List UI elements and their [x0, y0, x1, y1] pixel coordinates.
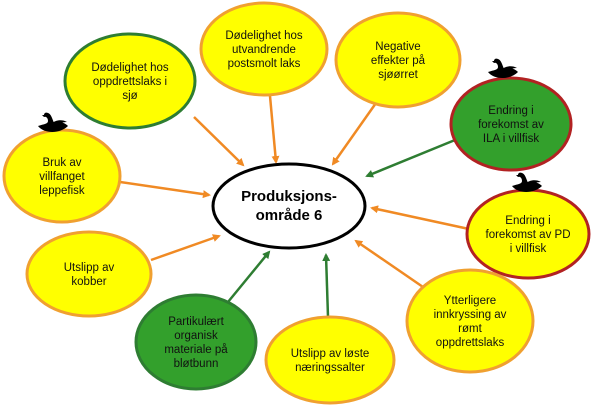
node-label-rommt-0: Ytterligere [444, 295, 496, 307]
arrow-postsmolt [268, 95, 280, 164]
node-ellipse-postsmolt [199, 1, 329, 97]
node-label-partikulaert-3: bløtbunn [174, 358, 219, 370]
node-label-pd-0: Endring i [505, 215, 550, 227]
node-rommt: Ytterligere innkryssing av rømt oppdrettsla… [405, 268, 535, 374]
center-node: Produksjons-område 6 [211, 162, 367, 250]
arrow-partikulaert [227, 250, 271, 303]
node-label-pd-2: i villfisk [510, 243, 547, 255]
node-label-rommt-1: innkryssing av [434, 309, 507, 321]
center-label: Produksjons-område 6 [241, 188, 337, 224]
node-label-sjoorret-1: effekter på [371, 55, 426, 67]
node-ila: Endring i forekomst av ILA i villfisk [449, 76, 573, 172]
center-ellipse [211, 162, 367, 250]
node-label-sjoorret-2: sjøørret [378, 69, 418, 81]
swan-icon [38, 112, 68, 132]
arrow-naeringssalter [322, 253, 331, 318]
node-label-ila-0: Endring i [488, 105, 533, 117]
node-label-kobber-1: kobber [71, 276, 106, 288]
swan-icon [512, 172, 542, 192]
node-label-partikulaert-0: Partikulært [168, 316, 224, 328]
node-label-oppdrettslaks-0: Dødelighet hos [91, 62, 169, 74]
node-label-postsmolt-0: Dødelighet hos [225, 30, 303, 42]
node-ellipse-sjoorret [334, 11, 462, 109]
node-ellipse-ila [449, 76, 573, 172]
node-ellipse-naeringssalter [264, 315, 396, 405]
node-label-pd-1: forekomst av PD [486, 229, 571, 241]
node-label-naeringssalter-1: næringssalter [295, 362, 365, 374]
node-label-postsmolt-1: utvandrende [232, 44, 296, 56]
center-label-line-0: Produksjons- [241, 188, 337, 205]
center-label-line-1: område 6 [256, 207, 323, 224]
node-label-oppdrettslaks-2: sjø [122, 90, 137, 102]
node-label-leppefisk-0: Bruk av [43, 157, 82, 169]
node-label-kobber-0: Utslipp av [64, 262, 115, 274]
node-leppefisk: Bruk av villfanget leppefisk [2, 128, 122, 224]
node-label-partikulaert-1: organisk [174, 330, 218, 342]
arrows-layer [119, 95, 470, 318]
arrow-pd [370, 205, 470, 231]
node-label-leppefisk-2: leppefisk [39, 185, 85, 197]
arrow-sjoorret [331, 102, 378, 166]
arrow-oppdrettslaks [193, 116, 245, 167]
node-oppdrettslaks: Dødelighet hos oppdrettslaks i sjø [63, 32, 197, 130]
arrow-rommt [354, 239, 424, 289]
node-sjoorret: Negative effekter på sjøørret [334, 11, 462, 109]
node-kobber: Utslipp av kobber [25, 230, 153, 318]
node-ellipse-partikulaert [134, 293, 258, 391]
swan-icon [488, 58, 518, 78]
arrow-ila [365, 138, 456, 178]
node-label-ila-2: ILA i villfisk [483, 133, 539, 145]
node-ellipse-oppdrettslaks [63, 32, 197, 130]
node-label-partikulaert-2: materiale på [164, 344, 228, 356]
node-naeringssalter: Utslipp av løste næringssalter [264, 315, 396, 405]
node-label-naeringssalter-0: Utslipp av løste [291, 348, 370, 360]
node-label-rommt-2: rømt [458, 323, 482, 335]
node-label-leppefisk-1: villfanget [39, 171, 85, 183]
node-ellipse-rommt [405, 268, 535, 374]
arrow-leppefisk [119, 180, 211, 199]
node-label-ila-1: forekomst av [478, 119, 544, 131]
node-label-rommt-3: oppdrettslaks [436, 337, 505, 349]
node-label-postsmolt-2: postsmolt laks [228, 58, 301, 70]
node-label-sjoorret-0: Negative [375, 41, 420, 53]
node-postsmolt: Dødelighet hos utvandrende postsmolt laks [199, 1, 329, 97]
arrow-kobber [150, 234, 221, 262]
node-partikulaert: Partikulært organisk materiale på bløtbunn [134, 293, 258, 391]
node-ellipse-kobber [25, 230, 153, 318]
node-pd: Endring i forekomst av PD i villfisk [465, 188, 591, 280]
node-label-oppdrettslaks-1: oppdrettslaks i [93, 76, 167, 88]
